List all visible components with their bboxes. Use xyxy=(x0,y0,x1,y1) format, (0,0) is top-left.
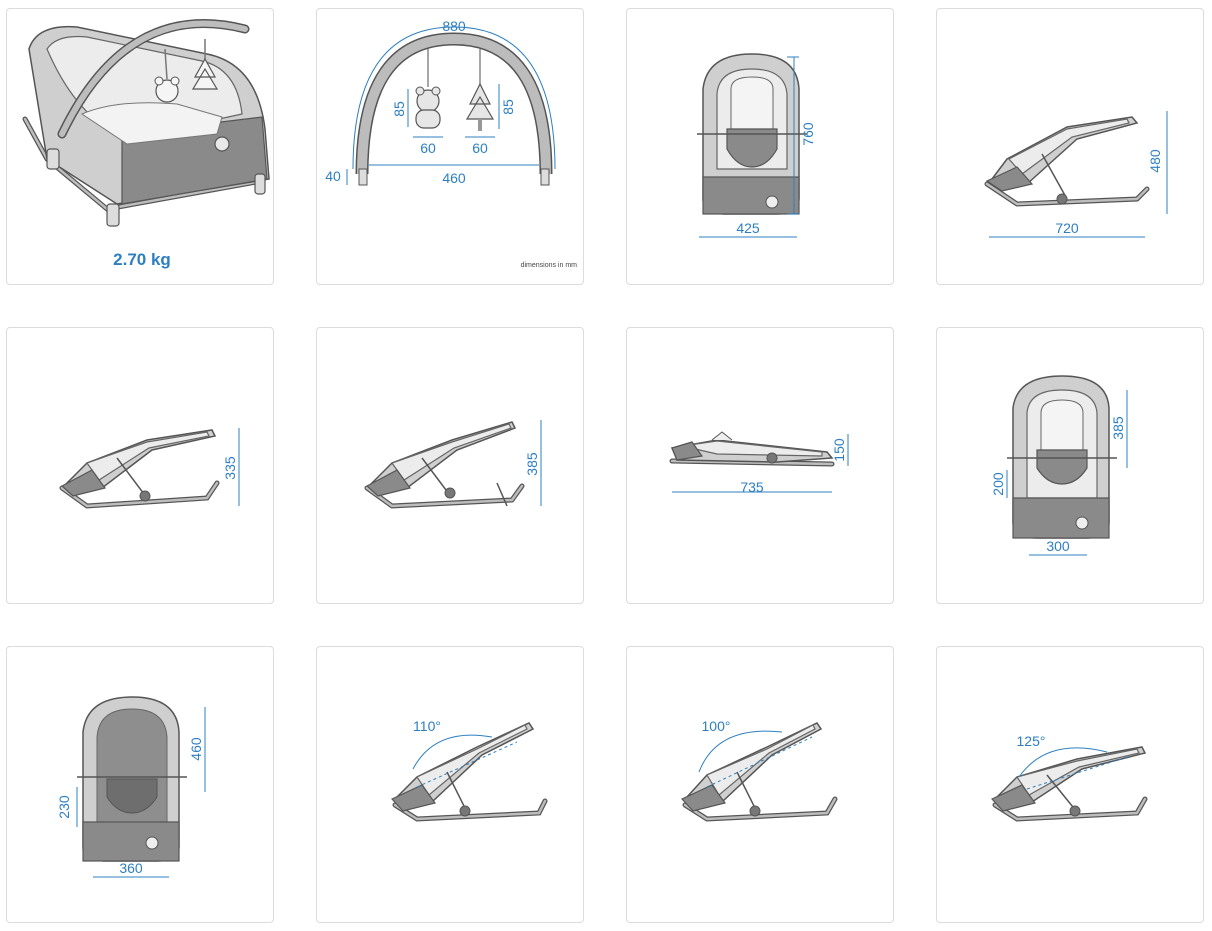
side-length-value: 720 xyxy=(1055,220,1079,236)
height-335-value: 335 xyxy=(222,456,238,480)
front-dimensions-card: 760 425 xyxy=(626,8,894,285)
tree-height-value: 85 xyxy=(500,99,516,115)
front-width-value: 425 xyxy=(736,220,760,236)
recline-110-value: 110° xyxy=(413,718,441,734)
toy-arch-dimensions-card: 880 85 60 85 60 40 460 dimensions in mm xyxy=(316,8,584,285)
inner-width-value: 460 xyxy=(442,170,466,186)
bear-width-value: 60 xyxy=(420,140,436,156)
tree-width-value: 60 xyxy=(472,140,488,156)
front-height-value: 760 xyxy=(800,122,816,146)
product-weight-card: 2.70 kg xyxy=(6,8,274,285)
seat-height-value: 200 xyxy=(990,472,1006,496)
side-dimensions-card: 480 720 xyxy=(936,8,1204,285)
bouncer-side-icon: 335 xyxy=(59,428,240,509)
seat-front-dimensions-card: 385 200 300 xyxy=(936,327,1204,604)
back-height-value: 385 xyxy=(1110,416,1126,440)
recline-100-value: 100° xyxy=(702,718,731,734)
bouncer-angle-icon: 110° xyxy=(391,718,548,822)
bear-height-value: 85 xyxy=(391,101,407,117)
bouncer-side-icon: 385 xyxy=(364,420,542,509)
seat-inner-dimensions-card: 460 230 360 xyxy=(6,646,274,923)
flat-height-value: 150 xyxy=(831,438,847,462)
bouncer-side-icon: 480 720 xyxy=(984,111,1168,238)
toy-arch-icon: 880 85 60 85 60 40 460 dimensions in mm xyxy=(325,18,578,269)
units-note: dimensions in mm xyxy=(521,262,578,269)
arch-length-value: 880 xyxy=(442,18,466,34)
bouncer-angle-icon: 125° xyxy=(991,733,1148,822)
inner-seat-height-value: 230 xyxy=(56,795,72,819)
bouncer-perspective-icon: 2.70 kg xyxy=(22,19,270,269)
side-height-value: 480 xyxy=(1147,149,1163,173)
bouncer-flat-icon: 150 735 xyxy=(669,431,849,495)
flat-dimensions-card: 150 735 xyxy=(626,327,894,604)
bouncer-front-icon: 460 230 360 xyxy=(56,696,206,878)
recline-125-card: 125° xyxy=(936,646,1204,923)
recline-110-card: 110° xyxy=(316,646,584,923)
bouncer-front-icon: 760 425 xyxy=(697,53,816,238)
inner-back-height-value: 460 xyxy=(188,737,204,761)
inner-width-value: 360 xyxy=(119,860,143,876)
bouncer-front-icon: 385 200 300 xyxy=(990,375,1128,556)
seat-width-value: 300 xyxy=(1046,538,1070,554)
leg-height-value: 40 xyxy=(325,168,341,184)
recline-100-card: 100° xyxy=(626,646,894,923)
height-385-card: 385 xyxy=(316,327,584,604)
weight-label: 2.70 kg xyxy=(113,250,171,269)
bouncer-angle-icon: 100° xyxy=(681,718,838,822)
height-385-value: 385 xyxy=(524,452,540,476)
recline-125-value: 125° xyxy=(1017,733,1046,749)
height-335-card: 335 xyxy=(6,327,274,604)
flat-length-value: 735 xyxy=(740,479,764,495)
